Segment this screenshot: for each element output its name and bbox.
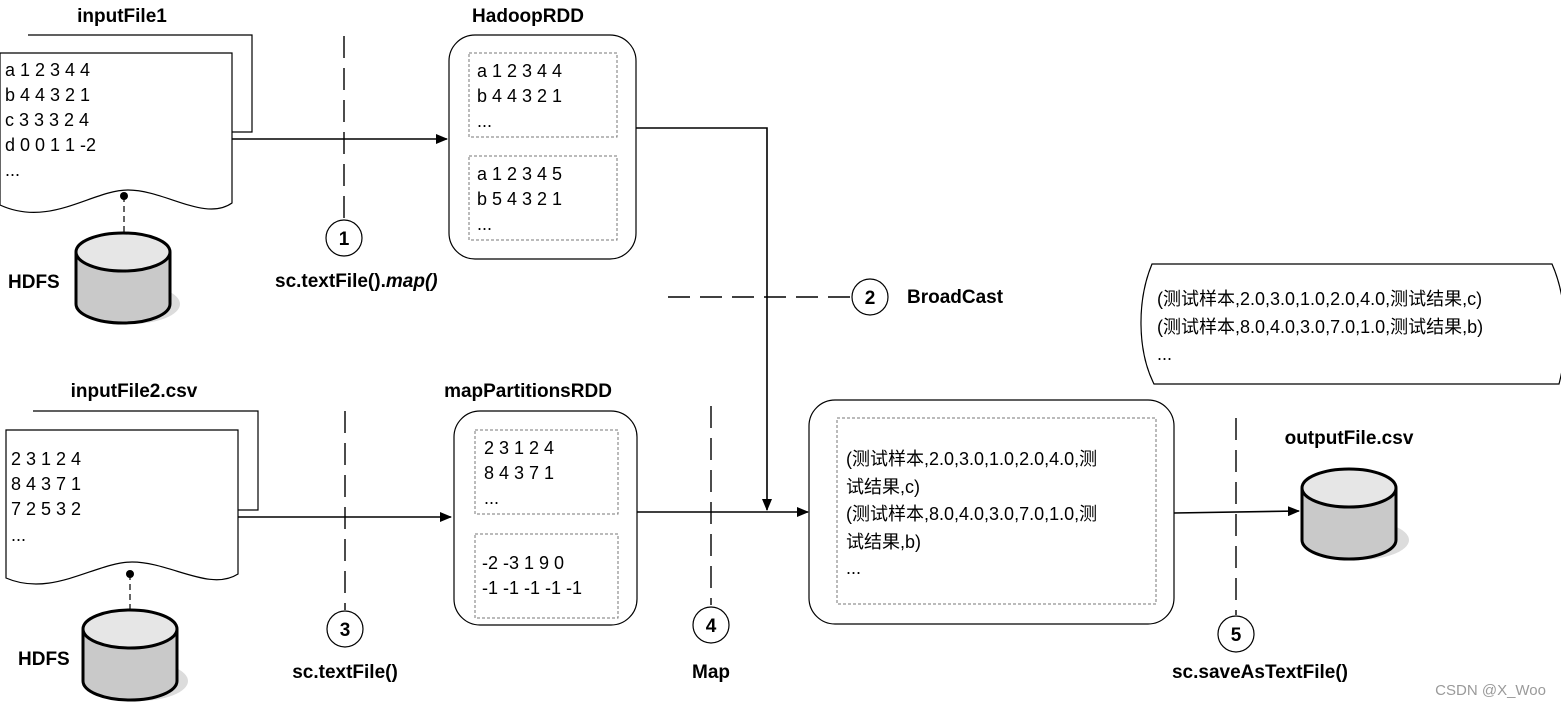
input1-title: inputFile1 — [77, 6, 167, 27]
step-1-number: 1 — [339, 229, 350, 250]
output-doc-line: ... — [1157, 344, 1172, 364]
result-line: (测试样本,2.0,3.0,1.0,2.0,4.0,测 — [846, 449, 1097, 469]
input1-document: a 1 2 3 4 4 b 4 4 3 2 1 c 3 3 3 2 4 d 0 … — [0, 34, 253, 213]
map-partitions-rdd-p1-line: 8 4 3 7 1 — [484, 463, 554, 483]
input2-document: 2 3 1 2 4 8 4 3 7 1 7 2 5 3 2 ... — [5, 410, 259, 585]
output-cylinder — [1300, 467, 1409, 561]
step-1-label: sc.textFile().map() — [275, 271, 438, 292]
hdfs-cylinder-1 — [74, 231, 180, 325]
input1-store-label: HDFS — [8, 272, 60, 293]
watermark: CSDN @X_Woo — [1435, 682, 1546, 699]
input1-line: b 4 4 3 2 1 — [5, 85, 90, 105]
step-3-number: 3 — [340, 620, 351, 641]
step-5-badge — [1217, 615, 1255, 653]
input1-line: d 0 0 1 1 -2 — [5, 135, 96, 155]
result-box — [808, 399, 1175, 625]
hadoop-rdd-p2-line: b 5 4 3 2 1 — [477, 189, 562, 209]
step-2-badge — [851, 278, 889, 316]
result-line: (测试样本,8.0,4.0,3.0,7.0,1.0,测 — [846, 504, 1097, 524]
map-partitions-rdd-box — [453, 410, 638, 626]
output-doc-line: (测试样本,2.0,3.0,1.0,2.0,4.0,测试结果,c) — [1157, 289, 1482, 309]
map-partitions-rdd-partition-1 — [474, 429, 619, 515]
hadoop-rdd-p1-line: a 1 2 3 4 4 — [477, 61, 562, 81]
result-line: 试结果,b) — [846, 532, 921, 552]
result-line: 试结果,c) — [846, 477, 920, 497]
output-doc-line: (测试样本,8.0,4.0,3.0,7.0,1.0,测试结果,b) — [1157, 317, 1483, 337]
input2-line: 8 4 3 7 1 — [11, 474, 81, 494]
output-title: outputFile.csv — [1285, 428, 1414, 449]
map-partitions-rdd-p2-line: -2 -3 1 9 0 — [482, 553, 564, 573]
hadoop-rdd-p1-line: b 4 4 3 2 1 — [477, 86, 562, 106]
map-partitions-rdd-p1-line: 2 3 1 2 4 — [484, 438, 554, 458]
map-partitions-rdd-partition-2 — [474, 533, 619, 619]
hadoop-rdd-p2-line: ... — [477, 214, 492, 234]
hadoop-rdd-p2-line: a 1 2 3 4 5 — [477, 164, 562, 184]
input2-store-label: HDFS — [18, 649, 70, 670]
arrow-result-to-output — [1173, 506, 1300, 517]
hadoop-rdd-title: HadoopRDD — [472, 6, 584, 27]
hadoop-rdd-partition-2 — [468, 155, 618, 241]
step-4-number: 4 — [706, 616, 717, 637]
result-line: ... — [846, 558, 861, 578]
map-partitions-rdd-title: mapPartitionsRDD — [444, 381, 612, 402]
step-5-label: sc.saveAsTextFile() — [1172, 662, 1348, 683]
hadoop-rdd-box — [448, 34, 637, 260]
output-document: (测试样本,2.0,3.0,1.0,2.0,4.0,测试结果,c) (测试样本,… — [1140, 263, 1561, 385]
input2-line: 7 2 5 3 2 — [11, 499, 81, 519]
input1-line: a 1 2 3 4 4 — [5, 60, 90, 80]
step-1-badge — [325, 219, 363, 257]
input2-title: inputFile2.csv — [71, 381, 198, 402]
hadoop-rdd-p1-line: ... — [477, 111, 492, 131]
step-1-label-text: sc.textFile(). — [275, 271, 386, 292]
hdfs-cylinder-2 — [81, 608, 188, 702]
map-partitions-rdd-p1-line: ... — [484, 488, 499, 508]
result-partition — [836, 417, 1157, 605]
arrow-broadcast-to-map — [636, 127, 772, 511]
step-1-label-italic: map() — [386, 271, 438, 292]
step-2-label: BroadCast — [907, 287, 1004, 308]
map-partitions-rdd-p2-line: -1 -1 -1 -1 -1 — [482, 578, 582, 598]
step-4-badge — [692, 606, 730, 644]
hadoop-rdd-partition-1 — [468, 52, 618, 138]
step-4-label: Map — [692, 662, 730, 683]
step-3-badge — [326, 610, 364, 648]
step-3-label: sc.textFile() — [292, 662, 398, 683]
input2-line: ... — [11, 525, 26, 545]
input1-line: ... — [5, 160, 20, 180]
input2-line: 2 3 1 2 4 — [11, 449, 81, 469]
input1-line: c 3 3 3 2 4 — [5, 110, 89, 130]
step-5-number: 5 — [1231, 625, 1242, 646]
step-2-number: 2 — [865, 288, 876, 309]
